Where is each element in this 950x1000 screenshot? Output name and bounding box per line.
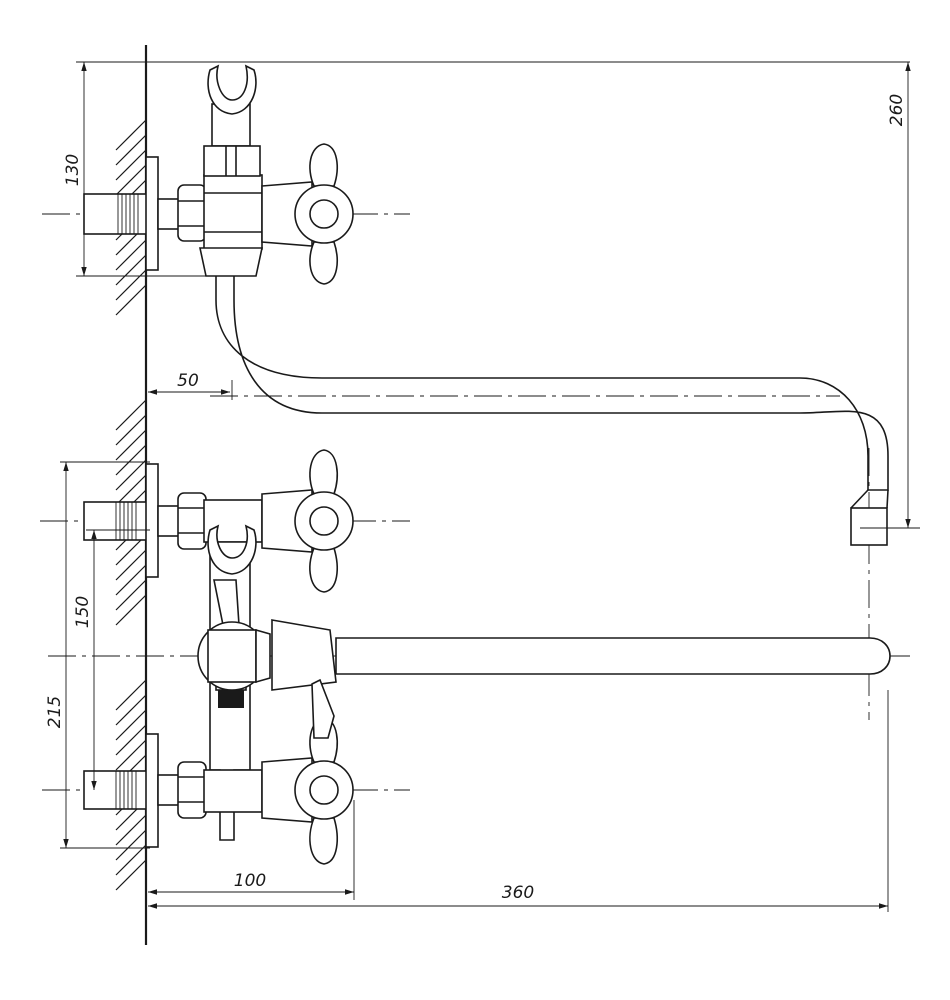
front-upper-eccentric bbox=[157, 505, 181, 537]
dimension-lines bbox=[60, 61, 920, 912]
front-shower-outlet-thread bbox=[218, 690, 244, 708]
front-shower-hook bbox=[207, 524, 257, 575]
dim-360-label: 360 bbox=[502, 883, 534, 903]
front-upper-cross-handle bbox=[294, 449, 354, 593]
wall bbox=[115, 45, 148, 945]
front-swivel-body bbox=[207, 629, 257, 683]
front-lower-nut bbox=[177, 761, 207, 819]
front-straight-spout bbox=[335, 637, 891, 675]
dim-50-label: 50 bbox=[177, 371, 199, 391]
wall-hatching-middle bbox=[115, 399, 147, 626]
dim-130-label: 130 bbox=[63, 154, 83, 186]
center-lines bbox=[40, 213, 910, 791]
dimension-labels: 130 260 50 150 215 100 360 bbox=[45, 94, 907, 903]
front-lower-body bbox=[203, 769, 263, 813]
front-handle-rear-wing bbox=[311, 678, 335, 739]
top-eccentric bbox=[157, 198, 181, 230]
front-upper-nut bbox=[177, 492, 207, 550]
top-view-spout bbox=[215, 276, 889, 546]
top-cross-handle bbox=[294, 143, 354, 285]
dim-100-label: 100 bbox=[234, 871, 266, 891]
dim-150-label: 150 bbox=[73, 596, 93, 628]
top-nut bbox=[177, 184, 207, 242]
dim-260-label: 260 bbox=[887, 94, 907, 126]
front-view-assembly bbox=[83, 449, 891, 865]
top-shower-hook bbox=[207, 64, 257, 115]
top-inlet-thread bbox=[83, 193, 149, 235]
top-body bbox=[203, 174, 263, 250]
top-spout-collar bbox=[199, 247, 263, 277]
front-swivel-nut bbox=[255, 628, 271, 684]
aerator bbox=[850, 507, 888, 546]
front-upper-inlet-thread bbox=[83, 501, 149, 541]
front-spout-cone bbox=[271, 619, 337, 691]
front-upper-flange bbox=[145, 463, 159, 578]
top-flange bbox=[145, 156, 159, 271]
front-lower-cross-handle bbox=[294, 717, 354, 865]
dim-215-label: 215 bbox=[45, 696, 65, 728]
front-lower-eccentric bbox=[157, 774, 181, 806]
top-view-assembly bbox=[83, 64, 354, 285]
front-lower-flange bbox=[145, 733, 159, 848]
